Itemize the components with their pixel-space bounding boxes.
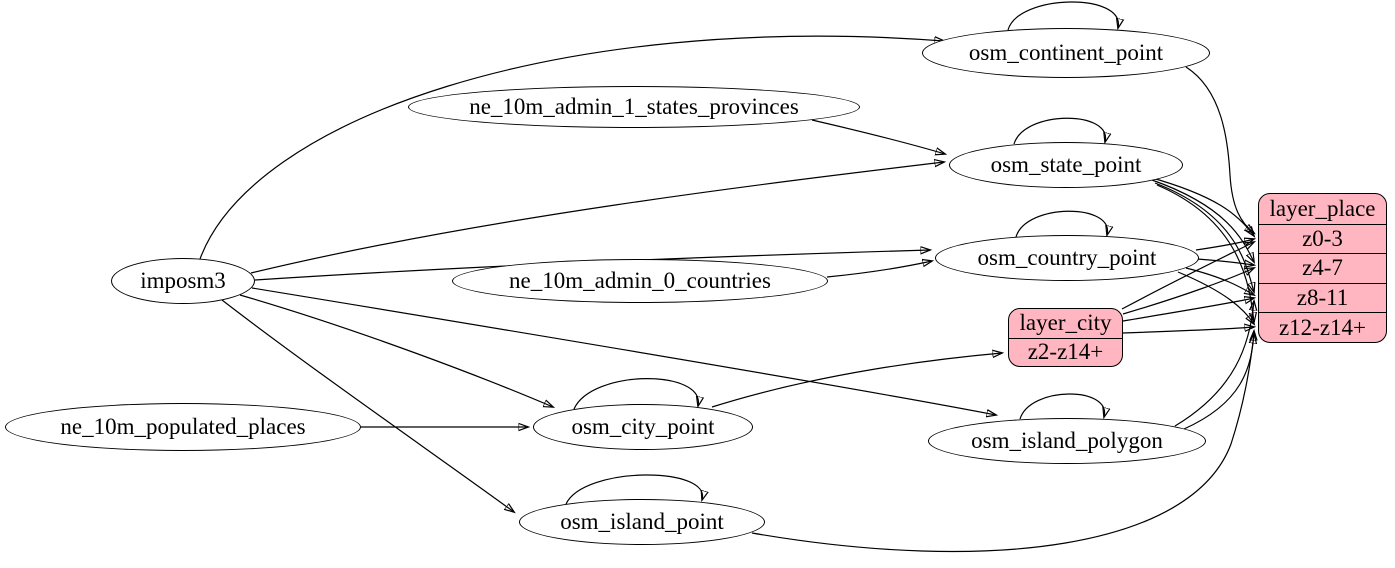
record-layer_place-title: layer_place: [1269, 195, 1376, 221]
node-ne_10m_admin_1_states_provinces: ne_10m_admin_1_states_provinces: [408, 86, 860, 128]
edge-osm_island_polygon-to-layer_place-z8-11: [1174, 301, 1254, 427]
record-layer_city-title: layer_city: [1019, 310, 1112, 336]
edge-osm_island_polygon-to-layer_place-z12-z14: [1183, 331, 1254, 430]
record-layer_place-row-z0-3: z0-3: [1259, 223, 1386, 254]
edge-ne_10m_admin_0_countries-to-osm_country_point: [826, 261, 932, 278]
selfloop-osm_country_point: [1015, 210, 1108, 237]
edge-imposm3-to-osm_state_point: [250, 162, 944, 274]
node-osm_city_point: osm_city_point: [533, 404, 753, 450]
record-layer_place-row-z8-11: z8-11: [1259, 282, 1386, 313]
edge-osm_state_point-to-layer_place-z0-3: [1148, 176, 1254, 236]
edge-imposm3-to-osm_island_point: [221, 299, 514, 512]
edge-osm_state_point-to-layer_place-z8-11: [1154, 182, 1254, 292]
edge-imposm3-to-osm_island_polygon: [251, 287, 996, 415]
node-osm_island_point: osm_island_point: [519, 499, 765, 545]
record-layer_place-row-z12-z14: z12-z14+: [1259, 312, 1386, 342]
edge-imposm3-to-osm_city_point: [239, 294, 553, 407]
node-ne_10m_admin_0_countries: ne_10m_admin_0_countries: [452, 259, 828, 303]
node-imposm3: imposm3: [111, 258, 255, 304]
edge-osm_state_point-to-layer_place-z4-7: [1151, 179, 1254, 262]
edge-osm_city_point-to-layer_city-z2-z14: [711, 353, 1002, 408]
edge-ne_10m_admin_1_states_provinces-to-osm_state_point: [811, 119, 945, 154]
edge-layer_city-to-layer_place-z4-7: [1122, 268, 1254, 315]
record-layer_place-row-z4-7: z4-7: [1259, 253, 1386, 283]
node-osm_island_polygon: osm_island_polygon: [928, 418, 1206, 464]
edge-osm_country_point-to-layer_place-z0-3: [1195, 239, 1254, 251]
node-ne_10m_populated_places: ne_10m_populated_places: [5, 403, 361, 451]
node-osm_country_point: osm_country_point: [935, 235, 1199, 281]
edge-osm_country_point-to-layer_place-z4-7: [1196, 258, 1254, 265]
selfloop-osm_island_point: [565, 474, 703, 505]
edge-layer_city-to-layer_place-z8-11: [1122, 298, 1254, 322]
record-layer_place: layer_place z0-3 z4-7 z8-11 z12-z14+: [1258, 193, 1387, 343]
edge-layer_city-to-layer_place-z12-z14: [1122, 327, 1254, 334]
node-osm_state_point: osm_state_point: [949, 142, 1183, 188]
selfloop-osm_state_point: [1013, 117, 1106, 144]
edge-osm_island_point-to-layer_place-z12-z14: [751, 334, 1254, 553]
selfloop-osm_continent_point: [1007, 1, 1118, 30]
node-osm_continent_point: osm_continent_point: [922, 28, 1210, 78]
edge-osm_continent_point-to-layer_place-z0-3: [1185, 66, 1254, 233]
record-layer_city-row-z2-z14: z2-z14+: [1009, 337, 1122, 367]
selfloop-osm_island_polygon: [1019, 393, 1105, 419]
edge-imposm3-to-osm_continent_point: [199, 35, 944, 260]
edge-osm_country_point-to-layer_place-z12-z14: [1177, 271, 1254, 324]
record-layer_city: layer_city z2-z14+: [1008, 308, 1123, 367]
selfloop-osm_city_point: [573, 378, 698, 410]
edge-layer_city-to-layer_place-z0-3: [1121, 242, 1254, 310]
